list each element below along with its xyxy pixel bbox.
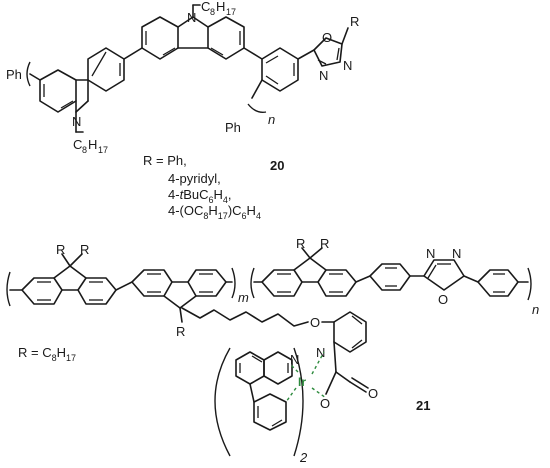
iridium-center: Ir	[298, 375, 306, 389]
fluorene1-R2: R	[80, 242, 89, 257]
carbazole-bottom-C: C	[73, 137, 82, 152]
oxadiazole21-O: O	[438, 292, 448, 307]
oxadiazole-20	[313, 37, 343, 67]
phenylene-1	[369, 263, 411, 291]
compound-number-20: 20	[270, 158, 284, 173]
repeat-m: m	[238, 290, 249, 305]
isoquinoline-ligand	[235, 351, 293, 403]
carbazole-bottom-N: N	[72, 114, 81, 129]
carbazole-top-N: N	[187, 10, 196, 25]
fluorene-1	[21, 253, 117, 305]
ph-endgroup-left: Ph	[6, 67, 22, 82]
phenyl-ligand	[253, 393, 287, 431]
compound-20: N C 8 H 17 N C 8 H 17 Ph	[6, 0, 359, 221]
fluorene-3	[261, 247, 357, 297]
fluorene3-R2: R	[320, 236, 329, 251]
fluorene1-R1: R	[56, 242, 65, 257]
oxadiazole21-N2: N	[452, 246, 461, 261]
oxadiazole-R: R	[350, 14, 359, 29]
carbazole-top-H-sub: 17	[226, 7, 236, 17]
carbonyl-O: O	[368, 386, 378, 401]
oxadiazole-21	[423, 259, 465, 291]
fluorene-2	[131, 269, 227, 323]
phenylene-2	[477, 269, 519, 297]
picolinate-N: N	[316, 345, 325, 360]
oxadiazole-N2: N	[319, 68, 328, 83]
carbazole-top-H: H	[216, 0, 225, 14]
repeat-n-21: n	[532, 302, 539, 317]
carbazole-bottom-H: H	[88, 137, 97, 152]
oxadiazole-N1: N	[343, 58, 352, 73]
picolinate-O: O	[320, 396, 330, 411]
ph-endgroup-bottom: Ph	[225, 120, 241, 135]
r-def-line1: R = Ph,	[143, 153, 187, 168]
carbazole-bottom-H-sub: 17	[98, 145, 108, 155]
fluorene2-R: R	[176, 324, 185, 339]
fluorene3-R1: R	[296, 236, 305, 251]
carbazole-bottom-C-sub: 8	[82, 145, 87, 155]
compound-21: R R R O m	[6, 236, 539, 465]
linker-O: O	[310, 315, 320, 330]
ligand-count: 2	[299, 450, 308, 465]
isoquinoline-N: N	[290, 352, 299, 367]
oxadiazole-O: O	[322, 30, 332, 45]
carbazole-bottom	[39, 47, 125, 133]
compound-number-21: 21	[416, 398, 430, 413]
oxadiazole21-N1: N	[426, 246, 435, 261]
repeat-n-20: n	[268, 112, 275, 127]
benzene-right	[261, 47, 299, 92]
r-def-line2: 4-pyridyl,	[168, 171, 221, 186]
picolinate-ligand	[325, 311, 369, 395]
carbazole-top-C-sub: 8	[210, 7, 215, 17]
r-def-line3: 4-tBuC6H4,	[168, 187, 232, 205]
carbazole-top-C: C	[201, 0, 210, 14]
r-def-line4: 4-(OC8H17)C6H4	[168, 203, 261, 221]
r-def-21: R = C8H17	[18, 345, 76, 363]
